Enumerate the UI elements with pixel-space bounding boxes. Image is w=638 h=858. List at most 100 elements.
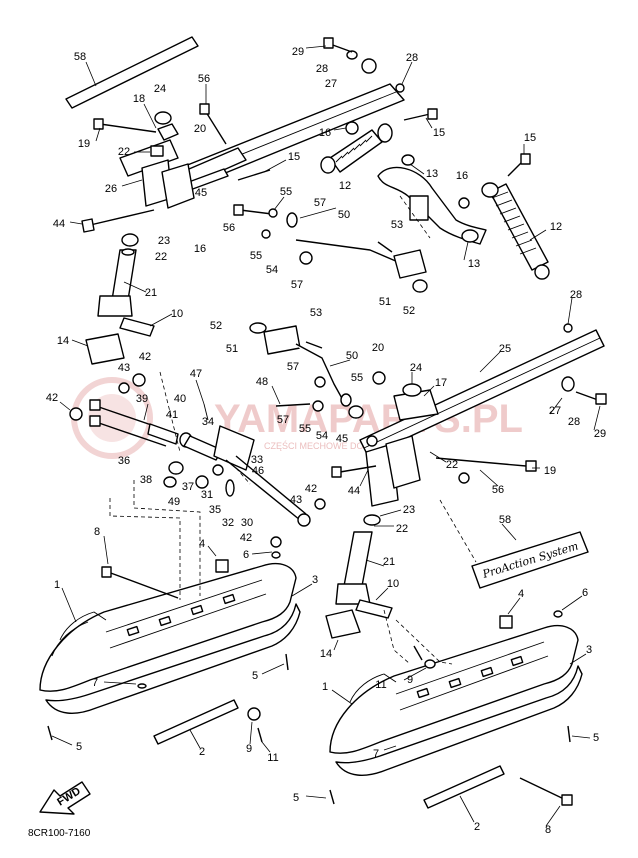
callout-label-20: 20 <box>194 123 206 135</box>
callout-label-57: 57 <box>314 197 326 209</box>
callout-label-27: 27 <box>325 78 337 90</box>
shock-absorber-rear <box>458 182 550 280</box>
stabilizer-link-lower <box>249 322 364 419</box>
callout-label-31: 31 <box>201 489 213 501</box>
callout-label-21: 21 <box>383 556 395 568</box>
leader-lines <box>51 45 601 827</box>
callout-label-1: 1 <box>322 681 328 693</box>
callout-label-42: 42 <box>240 532 252 544</box>
callout-label-37: 37 <box>182 481 194 493</box>
callout-label-51: 51 <box>226 343 238 355</box>
callout-label-43: 43 <box>118 362 130 374</box>
callout-label-34: 34 <box>202 416 214 428</box>
callout-label-5: 5 <box>593 732 599 744</box>
callout-label-21: 21 <box>145 287 157 299</box>
callout-label-25: 25 <box>499 343 511 355</box>
callout-label-19: 19 <box>544 465 556 477</box>
callout-label-15: 15 <box>288 151 300 163</box>
ski-right <box>329 610 583 809</box>
callout-label-58: 58 <box>74 51 86 63</box>
callout-label-24: 24 <box>154 83 166 95</box>
callout-label-14: 14 <box>57 335 69 347</box>
callout-label-17: 17 <box>435 377 447 389</box>
callout-label-50: 50 <box>346 350 358 362</box>
forward-arrow: FWD <box>39 781 91 815</box>
bolts-upper <box>81 37 531 233</box>
callout-label-28: 28 <box>570 289 582 301</box>
callout-label-12: 12 <box>550 221 562 233</box>
callout-label-28: 28 <box>316 63 328 75</box>
callout-label-33: 33 <box>251 454 263 466</box>
callout-label-4: 4 <box>199 538 205 550</box>
callout-label-5: 5 <box>76 741 82 753</box>
callout-label-10: 10 <box>387 578 399 590</box>
callout-label-14: 14 <box>320 648 332 660</box>
callout-label-11: 11 <box>267 752 278 764</box>
callout-label-47: 47 <box>190 368 202 380</box>
callout-label-6: 6 <box>243 549 249 561</box>
callout-label-57: 57 <box>277 414 289 426</box>
callout-label-56: 56 <box>198 73 210 85</box>
callout-label-8: 8 <box>545 824 551 836</box>
callout-label-53: 53 <box>310 307 322 319</box>
callout-label-46: 46 <box>252 465 264 477</box>
callout-label-57: 57 <box>287 361 299 373</box>
callout-label-2: 2 <box>474 821 480 833</box>
callout-label-49: 49 <box>168 496 180 508</box>
callout-label-53: 53 <box>391 219 403 231</box>
callout-label-36: 36 <box>118 455 130 467</box>
callout-label-8: 8 <box>94 526 100 538</box>
callout-label-55: 55 <box>250 250 262 262</box>
steering-arm-assembly <box>69 373 326 559</box>
callout-label-54: 54 <box>316 430 328 442</box>
callout-label-42: 42 <box>305 483 317 495</box>
ski-spindle-lower <box>325 514 393 639</box>
callout-label-41: 41 <box>166 409 178 421</box>
callout-label-15: 15 <box>433 127 445 139</box>
callout-label-54: 54 <box>266 264 278 276</box>
callout-label-20: 20 <box>372 342 384 354</box>
rear-rail-upper <box>119 50 405 209</box>
callout-label-38: 38 <box>140 474 152 486</box>
rocker-arm <box>377 154 487 245</box>
callout-label-52: 52 <box>210 320 222 332</box>
callout-label-40: 40 <box>174 393 186 405</box>
callout-label-10: 10 <box>171 308 183 320</box>
guide-lines <box>109 195 477 665</box>
callout-label-55: 55 <box>351 372 363 384</box>
callout-label-11: 11 <box>375 679 386 691</box>
callout-label-1: 1 <box>54 579 60 591</box>
callout-label-22: 22 <box>155 251 167 263</box>
callout-label-43: 43 <box>290 494 302 506</box>
callout-label-28: 28 <box>406 52 418 64</box>
callout-label-13: 13 <box>426 168 438 180</box>
callout-label-9: 9 <box>246 743 252 755</box>
callout-label-27: 27 <box>549 405 561 417</box>
callout-label-13: 13 <box>468 258 480 270</box>
drawing-code: 8CR100-7160 <box>28 828 91 839</box>
decal-proaction: ProAction System <box>471 531 589 589</box>
callout-label-44: 44 <box>53 218 65 230</box>
callout-label-5: 5 <box>252 670 258 682</box>
callout-label-18: 18 <box>133 93 145 105</box>
callout-label-7: 7 <box>92 677 98 689</box>
callout-label-22: 22 <box>396 523 408 535</box>
watermark: YAMAPARTS.PL CZĘŚCI MECHOWE DO YAMAHA <box>71 377 523 459</box>
decal-strip-top <box>65 36 199 109</box>
callout-label-42: 42 <box>139 351 151 363</box>
callout-label-3: 3 <box>586 644 592 656</box>
callout-label-35: 35 <box>209 504 221 516</box>
callout-label-15: 15 <box>524 132 536 144</box>
callout-label-22: 22 <box>118 146 130 158</box>
callout-label-16: 16 <box>456 170 468 182</box>
callout-label-45: 45 <box>336 433 348 445</box>
callout-label-2: 2 <box>199 746 205 758</box>
callout-label-56: 56 <box>492 484 504 496</box>
callout-label-29: 29 <box>292 46 304 58</box>
ski-bolt-right <box>519 777 573 806</box>
ski-bolt-left <box>101 566 179 599</box>
callout-label-50: 50 <box>338 209 350 221</box>
callout-label-19: 19 <box>78 138 90 150</box>
callout-label-22: 22 <box>446 459 458 471</box>
